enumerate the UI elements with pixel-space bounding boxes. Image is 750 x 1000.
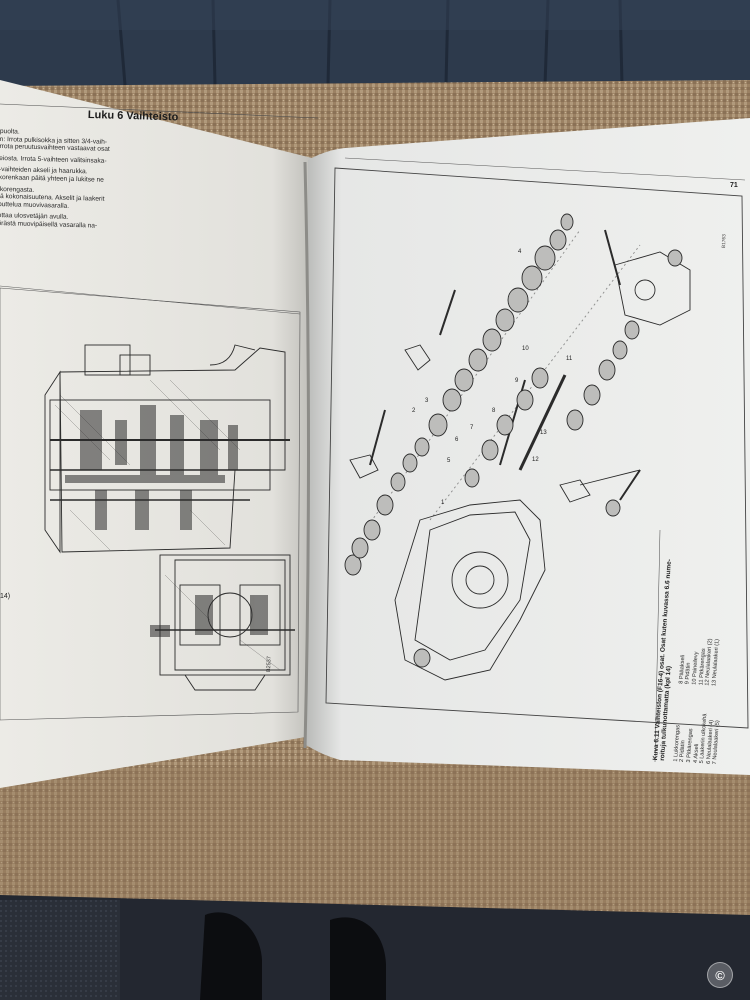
callout-number: 7 [470,425,474,431]
callout-number: 11 [566,356,573,362]
callout-number: 5 [447,458,451,464]
watermark-logo: © [707,962,733,988]
callout-number: 9 [515,378,519,384]
callout-number: 10 [522,346,529,352]
right-figure-code: B1763 [722,234,728,249]
callout-number: 12 [532,457,539,463]
figure-caption: Kuva 6.11 Vaihteiston (F16-4) osat. Osat… [652,559,744,766]
callout-number: 13 [540,430,547,436]
left-figure-reference: 14) [0,593,11,600]
callout-number: 2 [412,408,416,414]
figure-legend: 1 Lukkorengas 2 Pidätin 3 Pitkärengas 4 … [673,602,744,766]
callout-number: 3 [425,398,429,404]
left-page-body: puolta. n: Irrota pulkisokka ja sitten 3… [0,128,180,232]
left-page-header: Luku 6 Vaihteisto [87,109,179,124]
text-line: eiosta. Irrota 5-vaihteen valitsinsaka- [0,154,107,165]
page-number: 71 [730,182,738,189]
callout-number: 1 [441,500,445,506]
left-figure-code: B2537 [266,656,273,673]
callout-number: 4 [518,249,522,255]
callout-number: 8 [492,408,496,414]
callout-number: 6 [455,437,459,443]
